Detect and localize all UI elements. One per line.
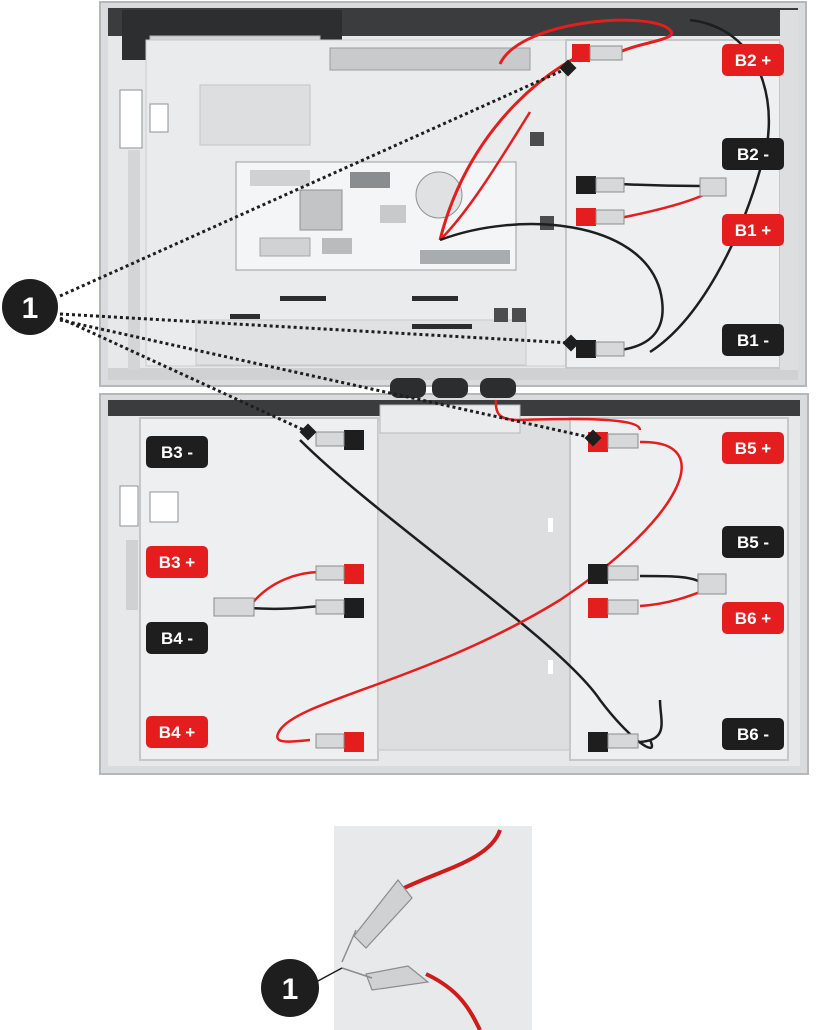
label-b5-neg: B5 - [722, 526, 784, 558]
label-b6-pos: B6 + [722, 602, 784, 634]
label-b1-pos: B1 + [722, 214, 784, 246]
svg-text:B5 -: B5 - [737, 533, 769, 552]
svg-text:1: 1 [22, 292, 39, 325]
callout-badge-bottom: 1 [261, 959, 319, 1017]
callout-bottom-pointer [315, 967, 343, 983]
svg-text:B1 -: B1 - [737, 331, 769, 350]
control-board [235, 161, 517, 271]
label-b2-pos: B2 + [722, 44, 784, 76]
svg-text:B6 -: B6 - [737, 725, 769, 744]
lower-right-battery-tray [569, 417, 789, 761]
label-b3-neg: B3 - [146, 436, 208, 468]
callout-leader-lines [59, 66, 594, 440]
lower-connectors [213, 423, 727, 752]
label-b3-pos: B3 + [146, 546, 208, 578]
svg-text:B4 -: B4 - [161, 629, 193, 648]
label-b4-pos: B4 + [146, 716, 208, 748]
label-b6-neg: B6 - [722, 718, 784, 750]
lower-cabinet [99, 378, 809, 775]
label-b1-neg: B1 - [722, 324, 784, 356]
svg-text:1: 1 [282, 973, 299, 1006]
lower-cables [249, 399, 717, 750]
label-b2-neg: B2 - [722, 138, 784, 170]
callout-badge-top: 1 [2, 279, 58, 335]
connector-detail-inset [334, 826, 532, 1030]
svg-text:B2 +: B2 + [735, 51, 771, 70]
svg-text:B3 +: B3 + [159, 553, 195, 572]
svg-text:B4 +: B4 + [159, 723, 195, 742]
svg-text:B6 +: B6 + [735, 609, 771, 628]
label-b4-neg: B4 - [146, 622, 208, 654]
lower-left-battery-tray [139, 417, 379, 761]
upper-battery-tray [565, 39, 781, 369]
svg-text:B3 -: B3 - [161, 443, 193, 462]
svg-text:B1 +: B1 + [735, 221, 771, 240]
upper-connectors [559, 44, 727, 358]
label-b5-pos: B5 + [722, 432, 784, 464]
svg-text:B2 -: B2 - [737, 145, 769, 164]
svg-text:B5 +: B5 + [735, 439, 771, 458]
upper-cabinet [99, 1, 807, 387]
